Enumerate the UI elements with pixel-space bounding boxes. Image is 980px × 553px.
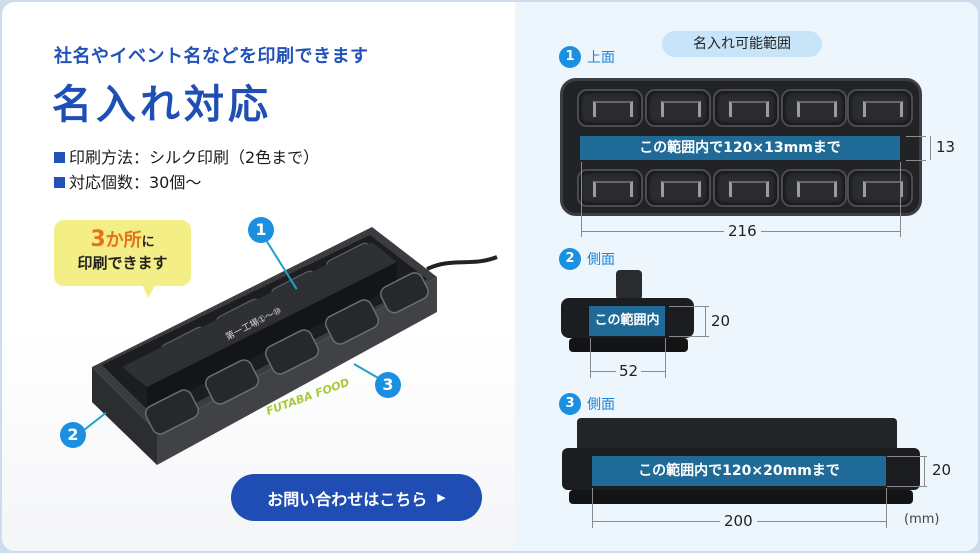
callout-2-badge: 2 [60,422,86,448]
bullet-square-icon [54,177,65,188]
page-title: 名入れ対応 [52,82,272,128]
unit-label: (mm) [904,512,940,527]
side-view-3-top [577,418,897,450]
subtitle: 社名やイベント名などを印刷できます [54,46,369,67]
contact-button[interactable]: お問い合わせはこちら ▶ [231,474,482,521]
play-arrow-icon: ▶ [437,491,446,504]
side-view-2-antenna [616,270,642,300]
dimension-height-1: 13 [936,138,956,156]
charger-product-image: FUTABA FOOD 第一工場①〜⑩ 1 2 3 [60,217,502,477]
left-panel: 社名やイベント名などを印刷できます 名入れ対応 印刷方法：シルク印刷（2色まで）… [2,2,515,551]
dimension-height-2: 20 [711,312,731,330]
print-area-band-3: この範囲内で120×20mmまで [592,456,886,486]
spec-item: 対応個数：30個〜 [54,170,319,195]
callout-1-badge: 1 [248,217,274,243]
speech-bubble: 3か所に 印刷できます [54,220,191,298]
spec-list: 印刷方法：シルク印刷（2色まで） 対応個数：30個〜 [54,145,319,195]
callout-3-badge: 3 [375,372,401,398]
section-2-label: 2 側面 [559,248,615,270]
section-1-label: 1 上面 [559,46,615,68]
number-badge: 1 [559,46,581,68]
dimension-height-3: 20 [932,461,952,479]
number-badge: 2 [559,248,581,270]
spec-item: 印刷方法：シルク印刷（2色まで） [54,145,319,170]
number-badge: 3 [559,393,581,415]
print-area-band-2: この範囲内 [589,306,665,336]
dimension-width-3: 200 [720,512,757,530]
dimension-width-2: 52 [616,362,642,380]
charger-illustration: FUTABA FOOD 第一工場①〜⑩ [92,227,498,465]
dimension-width-1: 216 [724,222,761,240]
section-heading: 名入れ可能範囲 [662,31,822,57]
bullet-square-icon [54,152,65,163]
print-area-band-1: この範囲内で120×13mmまで [580,136,900,160]
section-3-label: 3 側面 [559,393,615,415]
